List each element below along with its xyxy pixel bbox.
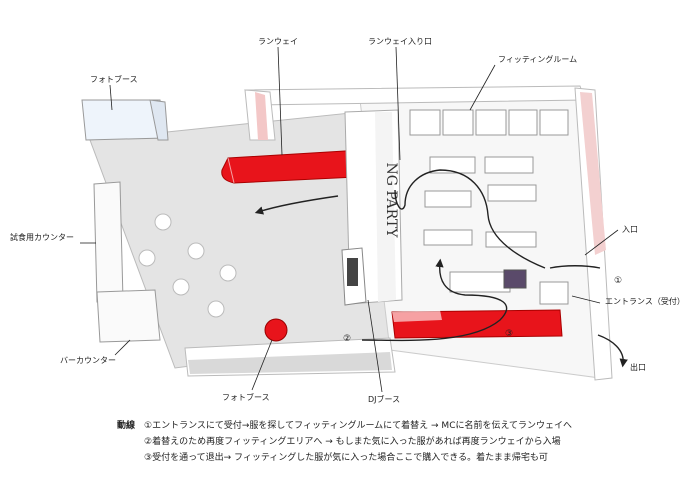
photo-booth-top <box>81 99 169 141</box>
marker-1: ① <box>614 276 622 286</box>
flow-path-runway <box>254 195 339 215</box>
label-bar-counter: バーカウンター <box>60 356 116 365</box>
legend-title: 動線 <box>117 421 136 431</box>
label-fitting-room: フィッティングルーム <box>498 54 577 64</box>
tasting-counter <box>93 181 161 343</box>
flow-path-1 <box>394 169 546 269</box>
label-entrance-in: 入口 <box>622 225 638 234</box>
flow-path-entrance <box>549 265 601 269</box>
label-entrance-reception: エントランス（受付） <box>605 296 685 306</box>
bottom-wall-shade <box>188 352 392 374</box>
label-photo-booth-bottom: フォトブース <box>222 392 270 402</box>
fitting-rooms <box>409 109 569 136</box>
legend-line-3: ③受付を通って退出→ フィッティングした服が気に入った場合ここで購入できる。着た… <box>144 453 548 463</box>
marker-3: ③ <box>505 329 513 339</box>
marker-2: ② <box>343 334 351 344</box>
clothing-tables <box>423 156 569 305</box>
right-wall-shade <box>580 92 606 255</box>
legend-line-1: ①エントランスにて受付→服を探してフィッティングルームにて着替え → MCに名前… <box>144 421 573 431</box>
label-photo-booth-top: フォトブース <box>90 74 138 84</box>
photo-booth-bottom-circle <box>264 318 288 342</box>
label-runway: ランウェイ <box>258 37 298 46</box>
label-runway-entrance: ランウェイ入り口 <box>368 37 432 46</box>
flow-path-2 <box>361 258 508 342</box>
svg-text:NG PARTY: NG PARTY <box>383 162 399 238</box>
flow-path-exit <box>597 334 628 368</box>
fitting-left-wall-shade <box>255 92 268 140</box>
label-dj-booth: DJブース <box>368 394 400 404</box>
label-tasting-counter: 試食用カウンター <box>10 232 74 242</box>
label-exit: 出口 <box>630 362 646 372</box>
legend-line-2: ②着替えのため再度フィッティングエリアへ → もしまた気に入った服があれば再度ラ… <box>144 437 561 447</box>
runway-return <box>391 309 563 339</box>
bar-tables <box>138 213 237 318</box>
leader-lines <box>80 46 619 393</box>
dj-booth <box>341 247 367 306</box>
